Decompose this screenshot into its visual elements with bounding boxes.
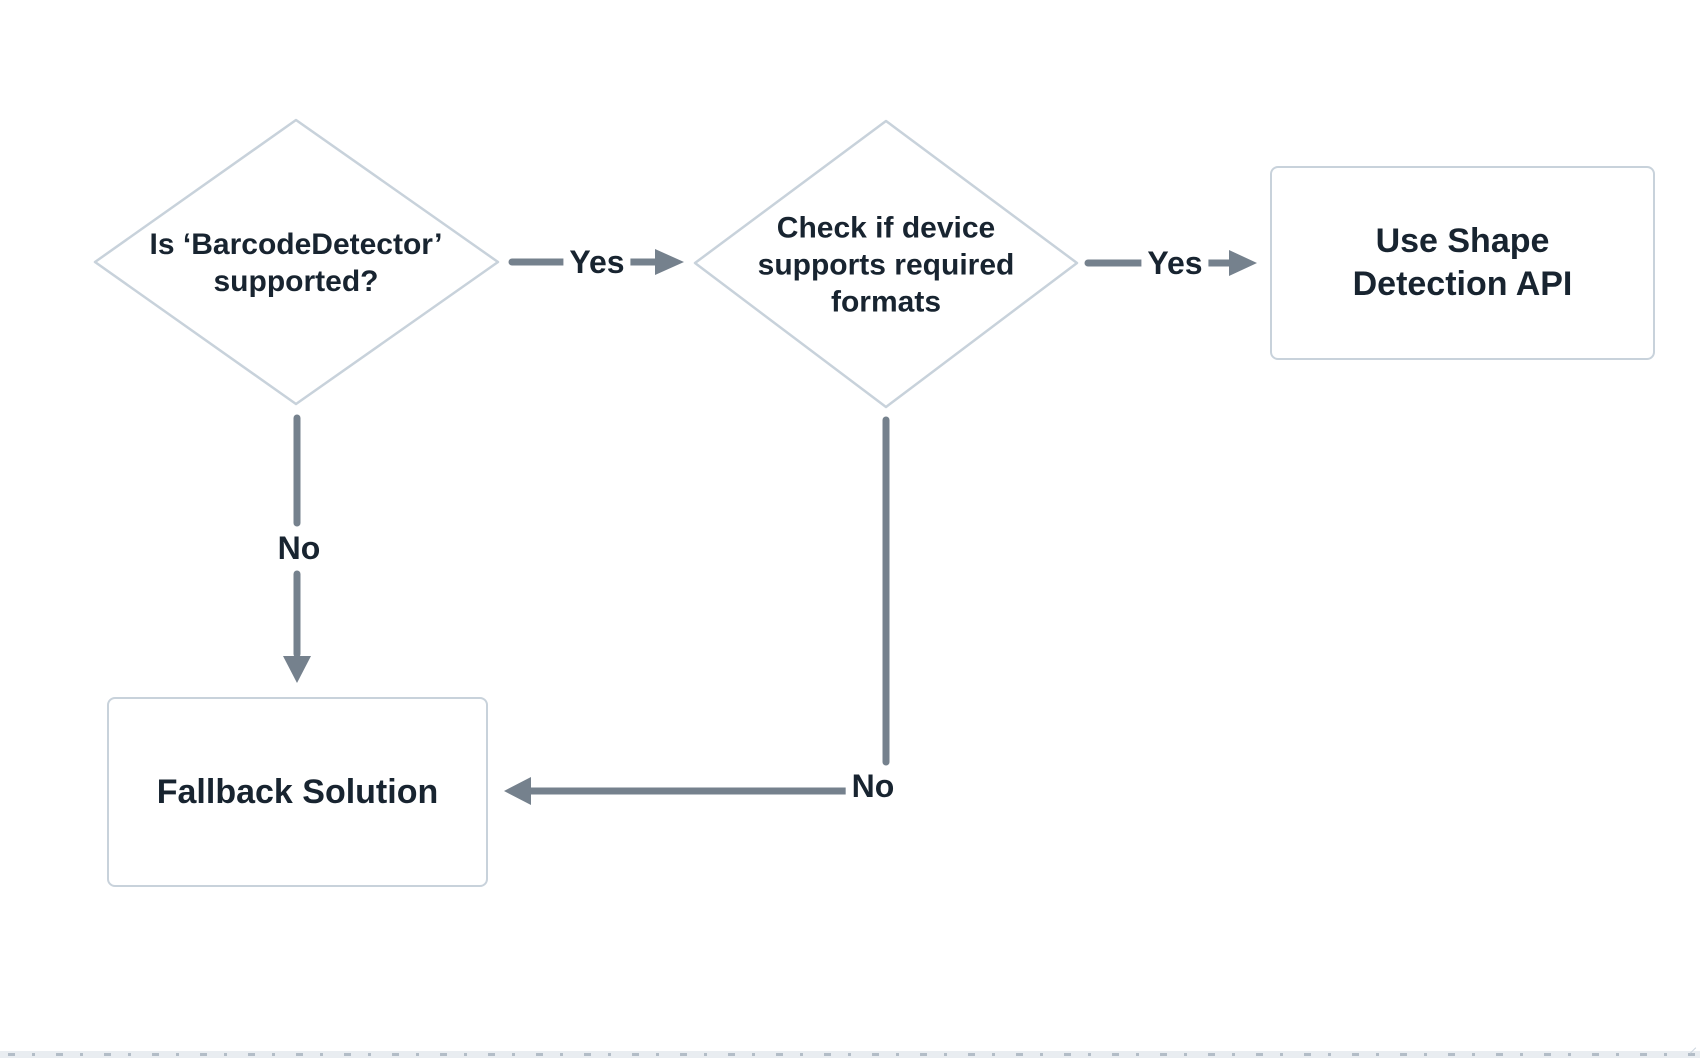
- edge-label-yes-1: Yes: [563, 245, 631, 279]
- edge-label-no-1: No: [271, 531, 327, 565]
- node-label-barcode-supported: Is ‘BarcodeDetector’ supported?: [149, 228, 443, 298]
- node-label: Use Shape Detection API: [1352, 222, 1573, 303]
- edge-no-to-fallback-elbow: [504, 416, 890, 805]
- arrowhead-right-icon: [655, 249, 684, 275]
- node-fallback-solution: Fallback Solution: [107, 697, 488, 887]
- edge-yes-to-formats: [508, 249, 684, 275]
- edge-no-to-fallback-vertical: [283, 414, 311, 683]
- arrowhead-down-icon: [283, 656, 311, 683]
- node-label: Fallback Solution: [156, 772, 439, 811]
- decision-diamond-barcode-supported: [93, 118, 500, 406]
- edge-yes-to-shape-detection: [1084, 250, 1257, 276]
- arrowhead-right-icon: [1229, 250, 1257, 276]
- decision-diamond-formats-supported: [693, 119, 1079, 409]
- edge-label-no-2: No: [845, 769, 901, 803]
- arrowhead-left-icon: [504, 777, 531, 805]
- edge-label-yes-2: Yes: [1141, 246, 1209, 280]
- node-label-formats-supported: Check if device supports required format…: [757, 211, 1015, 319]
- bottom-ruler-ticks: [0, 1051, 1700, 1058]
- node-use-shape-detection-api: Use Shape Detection API: [1270, 166, 1655, 360]
